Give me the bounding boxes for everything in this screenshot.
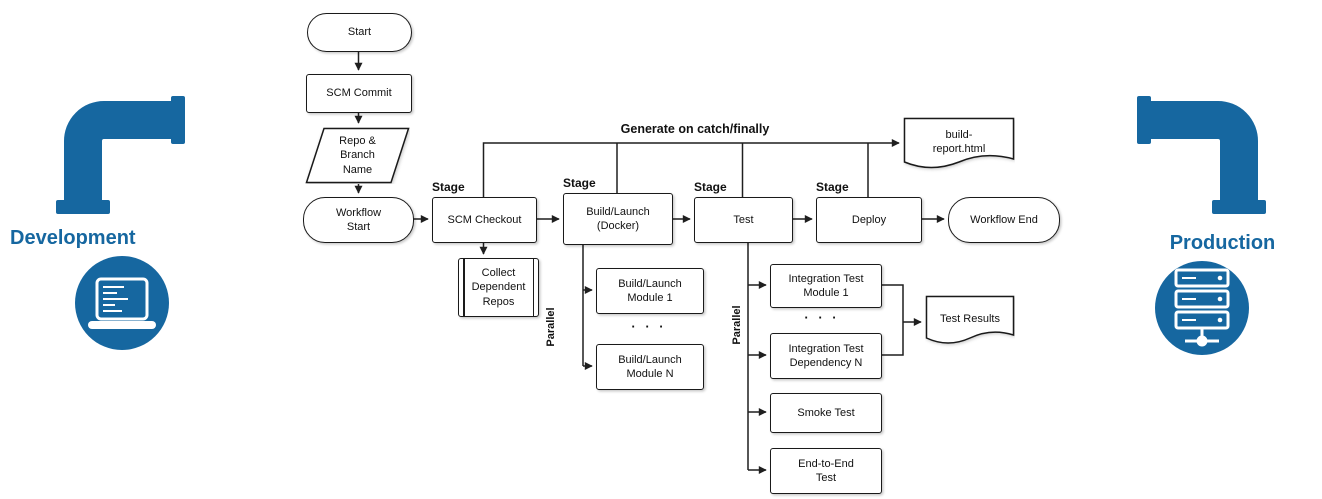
node-test-results-document: Test Results: [925, 295, 1015, 350]
node-test: Test: [694, 197, 793, 243]
stage-tag-deploy: Stage: [816, 180, 849, 194]
node-build-launch-module-1: Build/Launch Module 1: [596, 268, 704, 314]
node-workflow-end: Workflow End: [948, 197, 1060, 243]
laptop-base: [88, 321, 156, 329]
edge-it-dependency-n-to-results: [880, 322, 904, 356]
pipe-left-flange-bottom: [56, 200, 110, 214]
node-smoke-test: Smoke Test: [770, 393, 882, 433]
node-integration-test-dependency-n: Integration Test Dependency N: [770, 333, 882, 379]
pipe-left-icon: [56, 96, 185, 214]
stage-tag-scm-checkout: Stage: [432, 180, 465, 194]
document-shape: [925, 295, 1015, 344]
ellipsis-build-modules: · · ·: [631, 319, 667, 334]
node-end-to-end-test: End-to-End Test: [770, 448, 882, 494]
node-workflow-start: Workflow Start: [303, 197, 414, 243]
pipe-left-flange-right: [171, 96, 185, 144]
node-start: Start: [307, 13, 412, 52]
production-label: Production: [1169, 232, 1276, 254]
development-label: Development: [10, 227, 136, 249]
node-scm-checkout: SCM Checkout: [432, 197, 537, 243]
node-collect-dependent-repos: Collect Dependent Repos: [458, 258, 539, 317]
development-laptop-icon: [75, 256, 169, 350]
pipe-left-body: [64, 101, 178, 202]
laptop-screen: [95, 277, 149, 321]
server-leds: [1217, 275, 1223, 323]
pipe-right-icon: [1137, 96, 1266, 214]
node-build-launch-module-n: Build/Launch Module N: [596, 344, 704, 390]
pipe-right-flange-bottom: [1212, 200, 1266, 214]
stage-tag-test: Stage: [694, 180, 727, 194]
parallel-label-test: Parallel: [731, 305, 743, 345]
node-scm-commit: SCM Commit: [306, 74, 412, 113]
node-deploy: Deploy: [816, 197, 922, 243]
document-shape: [903, 117, 1015, 169]
node-repo-branch-name: Repo & Branch Name: [305, 127, 410, 184]
node-integration-test-module-1: Integration Test Module 1: [770, 264, 882, 308]
node-build-launch-docker: Build/Launch (Docker): [563, 193, 673, 245]
generate-on-catch-note: Generate on catch/finally: [620, 122, 770, 136]
parallel-label-build: Parallel: [545, 307, 557, 347]
pipe-right-body: [1144, 101, 1258, 202]
edge-generate-to-build-report: [482, 139, 900, 197]
production-server-icon: [1155, 261, 1249, 355]
laptop-code-lines: [103, 286, 128, 312]
parallelogram-shape: [305, 127, 410, 184]
ellipsis-test-modules: · · ·: [804, 310, 840, 325]
pipe-right-flange-left: [1137, 96, 1151, 144]
server-vents: [1182, 277, 1196, 321]
server-network: [1185, 328, 1219, 347]
stage-tag-build-launch: Stage: [563, 176, 596, 190]
node-build-report-document: build- report.html: [903, 117, 1015, 174]
edge-it-module-1-to-results: [880, 284, 904, 322]
